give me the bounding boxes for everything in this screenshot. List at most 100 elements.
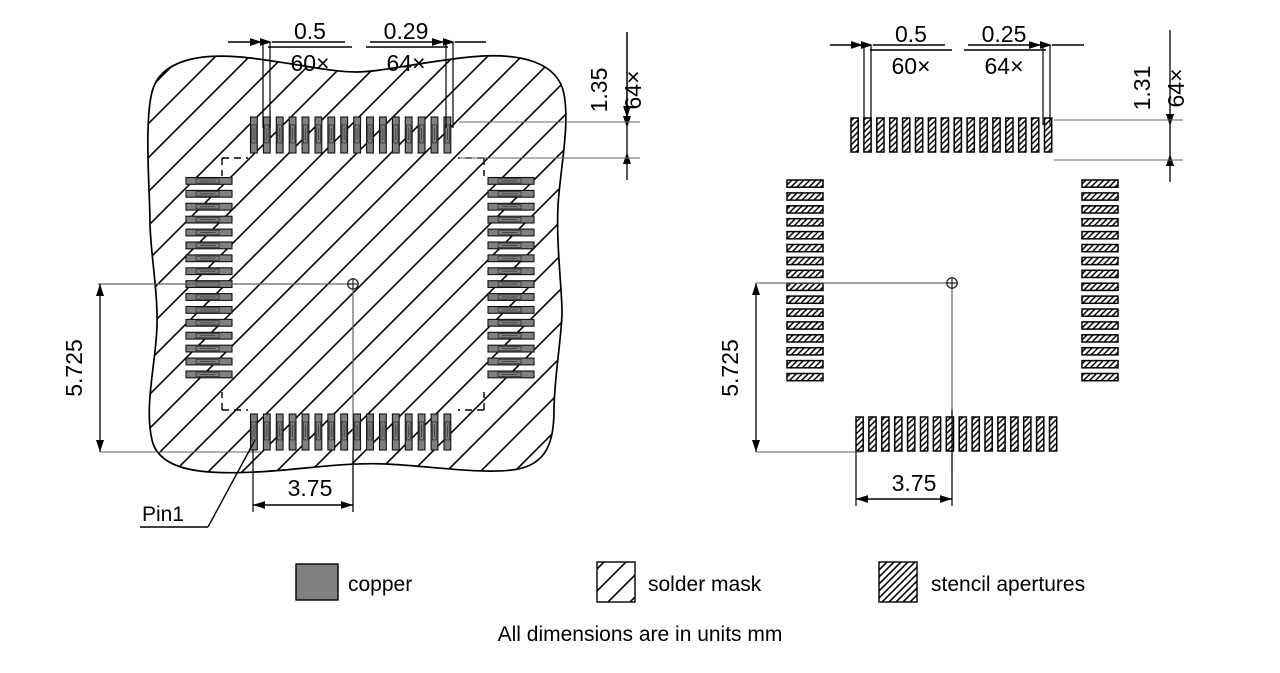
- copper-pad: [275, 413, 284, 451]
- dim-top-left-count: 60×: [290, 50, 329, 76]
- stencil-aperture: [945, 416, 955, 452]
- copper-pads-top-row: [249, 116, 452, 154]
- dim-left-vertical-group: 5.725: [61, 283, 330, 453]
- stencil-apertures-bottom-row: [855, 416, 1058, 452]
- stencil-aperture: [876, 117, 885, 153]
- copper-pad: [185, 267, 233, 276]
- stencil-aperture: [992, 117, 1001, 153]
- dim-st-top-right-count: 64×: [984, 53, 1023, 79]
- stencil-aperture: [786, 359, 824, 369]
- stencil-aperture: [901, 117, 911, 153]
- stencil-aperture: [786, 217, 824, 227]
- copper-pad: [487, 215, 535, 224]
- copper-pad: [353, 413, 362, 451]
- dim-st-right-vertical-group: 1.31 64×: [1054, 30, 1189, 182]
- copper-pad: [487, 357, 535, 366]
- copper-pad: [487, 280, 535, 289]
- stencil-aperture: [1081, 243, 1119, 253]
- copper-pad: [185, 305, 233, 314]
- copper-pads-bottom-row: [249, 413, 452, 451]
- stencil-aperture: [786, 282, 824, 292]
- stencil-aperture: [1081, 295, 1119, 305]
- dim-st-right-vertical-value: 1.31: [1129, 66, 1155, 111]
- copper-pads-right-column: [487, 176, 535, 379]
- stencil-aperture: [1081, 205, 1119, 214]
- stencil-aperture: [881, 416, 890, 452]
- dim-st-bottom-value: 3.75: [892, 470, 937, 496]
- stencil-aperture: [786, 205, 824, 214]
- dim-left-vertical-value: 5.725: [61, 339, 87, 397]
- stencil-aperture: [786, 179, 824, 188]
- copper-pad: [262, 116, 271, 154]
- copper-pad: [249, 413, 258, 451]
- copper-pad: [340, 413, 349, 451]
- copper-pad: [340, 116, 349, 154]
- copper-pad: [487, 241, 535, 250]
- stencil-aperture: [940, 117, 950, 153]
- legend-group: copper solder mask stencil apertures: [295, 561, 1085, 603]
- dim-st-left-vertical-group: 5.725: [717, 282, 940, 453]
- legend-swatch-solder-mask: [596, 561, 636, 603]
- copper-pad: [185, 344, 233, 353]
- copper-pad: [378, 413, 387, 451]
- copper-pad: [185, 202, 233, 211]
- copper-pad: [487, 318, 535, 327]
- legend-swatch-stencil-apertures: [878, 561, 918, 603]
- copper-pad: [185, 254, 233, 263]
- dim-right-vertical-group: 1.35 64×: [459, 32, 646, 180]
- copper-pad: [262, 413, 271, 451]
- stencil-aperture: [1081, 256, 1119, 266]
- legend-label-solder-mask: solder mask: [648, 573, 762, 596]
- stencil-aperture: [786, 256, 824, 266]
- stencil-aperture: [786, 346, 824, 356]
- copper-pad: [314, 116, 323, 154]
- stencil-aperture: [786, 372, 824, 382]
- stencil-aperture: [855, 416, 864, 452]
- copper-pad: [301, 413, 310, 451]
- stencil-aperture: [850, 117, 859, 153]
- copper-pad: [487, 331, 535, 340]
- stencil-aperture: [1081, 321, 1119, 330]
- stencil-aperture: [786, 243, 824, 253]
- copper-pad: [443, 116, 452, 154]
- legend-swatch-copper: [295, 563, 339, 601]
- stencil-aperture: [1081, 230, 1119, 240]
- dim-st-top-left-count: 60×: [891, 53, 930, 79]
- copper-pad: [443, 413, 452, 451]
- dim-st-top-right-group: 0.25 64×: [964, 21, 1084, 125]
- copper-pad: [366, 116, 374, 154]
- copper-pad: [327, 116, 336, 154]
- copper-pad: [404, 116, 413, 154]
- stencil-apertures-top-row: [850, 117, 1053, 153]
- stencil-aperture: [1081, 192, 1119, 201]
- copper-pad: [185, 357, 233, 366]
- copper-pad: [327, 413, 336, 451]
- copper-pad: [487, 176, 535, 185]
- copper-pad: [487, 202, 535, 211]
- stencil-aperture: [786, 192, 824, 201]
- stencil-aperture: [997, 416, 1006, 452]
- dim-top-right-group: 0.29 64×: [366, 18, 486, 128]
- copper-pad: [288, 116, 297, 154]
- copper-pad: [185, 176, 233, 185]
- dim-st-left-vertical-value: 5.725: [717, 339, 743, 397]
- stencil-aperture: [979, 117, 988, 153]
- stencil-aperture: [971, 416, 981, 452]
- stencil-aperture: [1081, 269, 1119, 279]
- copper-pad: [314, 413, 323, 451]
- stencil-apertures-left-column: [786, 179, 824, 382]
- copper-pad: [417, 116, 426, 154]
- dim-top-right-value: 0.29: [384, 18, 429, 44]
- dim-bottom-group: 3.75: [252, 450, 354, 512]
- stencil-aperture: [786, 308, 824, 317]
- copper-pad: [185, 189, 233, 198]
- copper-pad: [185, 331, 233, 340]
- stencil-aperture: [1081, 308, 1119, 317]
- copper-pad: [353, 116, 362, 154]
- stencil-aperture: [1017, 117, 1027, 153]
- pin1-marker-group: Pin1: [140, 439, 256, 528]
- stencil-aperture: [919, 416, 929, 452]
- copper-pad: [185, 241, 233, 250]
- dim-top-left-group: 0.5 60×: [228, 18, 352, 128]
- solder-mask-body: [146, 54, 567, 474]
